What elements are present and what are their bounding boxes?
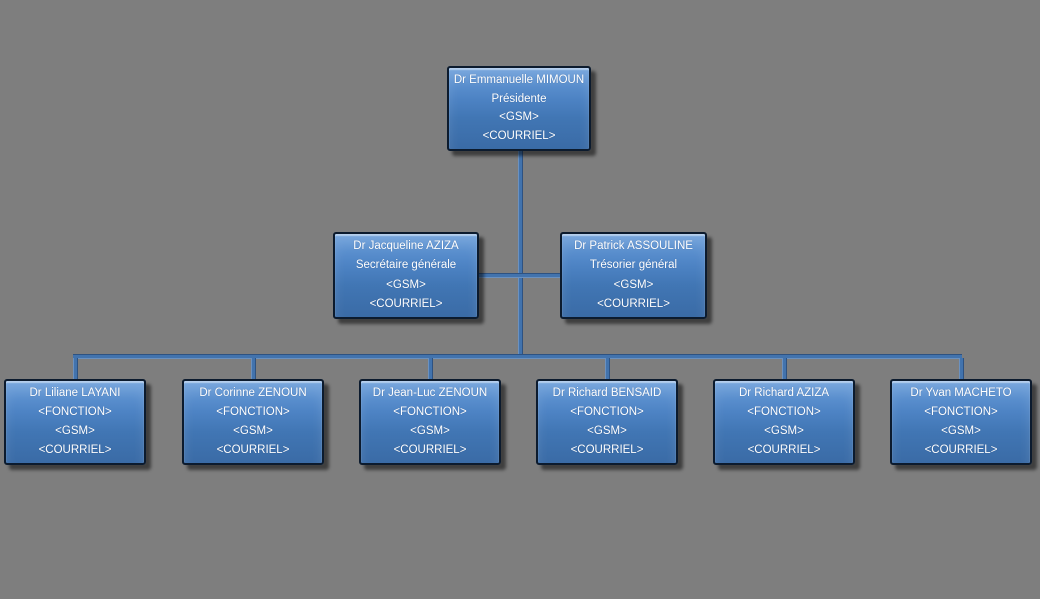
person-courriel: <COURRIEL> xyxy=(38,444,112,456)
person-role: <FONCTION> xyxy=(216,406,290,418)
person-name: Dr Emmanuelle MIMOUN xyxy=(453,73,585,86)
org-node-president[interactable]: Dr Emmanuelle MIMOUN Présidente <GSM> <C… xyxy=(447,66,591,151)
person-name: Dr Jacqueline AZIZA xyxy=(353,240,459,253)
person-role: <FONCTION> xyxy=(38,406,112,418)
person-role: Secrétaire générale xyxy=(355,259,457,272)
person-name: Dr Richard AZIZA xyxy=(738,387,830,399)
person-gsm: <GSM> xyxy=(587,425,627,437)
person-gsm: <GSM> xyxy=(386,278,426,291)
person-name: Dr Liliane LAYANI xyxy=(29,387,121,399)
org-node-liliane-layani[interactable]: Dr Liliane LAYANI <FONCTION> <GSM> <COUR… xyxy=(4,379,146,465)
connector-trunk xyxy=(518,151,523,359)
connector-level2-horizontal xyxy=(477,273,562,278)
org-node-richard-bensaid[interactable]: Dr Richard BENSAID <FONCTION> <GSM> <COU… xyxy=(536,379,678,465)
person-role: <FONCTION> xyxy=(924,406,998,418)
person-courriel: <COURRIEL> xyxy=(369,297,443,310)
person-gsm: <GSM> xyxy=(764,425,804,437)
person-gsm: <GSM> xyxy=(410,425,450,437)
person-role: <FONCTION> xyxy=(747,406,821,418)
person-name: Dr Corinne ZENOUN xyxy=(199,387,307,399)
person-courriel: <COURRIEL> xyxy=(216,444,290,456)
person-gsm: <GSM> xyxy=(613,278,654,291)
person-role: <FONCTION> xyxy=(570,406,644,418)
person-role: <FONCTION> xyxy=(393,406,467,418)
org-node-richard-aziza[interactable]: Dr Richard AZIZA <FONCTION> <GSM> <COURR… xyxy=(713,379,855,465)
person-gsm: <GSM> xyxy=(941,425,981,437)
person-name: Dr Patrick ASSOULINE xyxy=(574,240,693,253)
connector-drop xyxy=(782,358,787,380)
person-courriel: <COURRIEL> xyxy=(597,297,670,310)
person-role: Présidente xyxy=(491,92,547,105)
connector-drop xyxy=(959,358,964,380)
org-node-tresorier-general[interactable]: Dr Patrick ASSOULINE Trésorier général <… xyxy=(560,232,707,319)
org-node-jean-luc-zenoun[interactable]: Dr Jean-Luc ZENOUN <FONCTION> <GSM> <COU… xyxy=(359,379,501,465)
connector-level3-horizontal xyxy=(73,354,962,359)
org-node-corinne-zenoun[interactable]: Dr Corinne ZENOUN <FONCTION> <GSM> <COUR… xyxy=(182,379,324,465)
person-gsm: <GSM> xyxy=(233,425,273,437)
connector-drop xyxy=(73,358,78,380)
org-node-yvan-macheto[interactable]: Dr Yvan MACHETO <FONCTION> <GSM> <COURRI… xyxy=(890,379,1032,465)
person-role: Trésorier général xyxy=(589,259,678,272)
connector-drop xyxy=(428,358,433,380)
connector-drop xyxy=(605,358,610,380)
person-courriel: <COURRIEL> xyxy=(747,444,821,456)
person-name: Dr Richard BENSAID xyxy=(552,387,662,399)
org-node-secretaire-generale[interactable]: Dr Jacqueline AZIZA Secrétaire générale … xyxy=(333,232,479,319)
person-gsm: <GSM> xyxy=(55,425,95,437)
connector-drop xyxy=(251,358,256,380)
person-courriel: <COURRIEL> xyxy=(570,444,644,456)
person-courriel: <COURRIEL> xyxy=(924,444,998,456)
person-courriel: <COURRIEL> xyxy=(482,130,556,143)
person-name: Dr Yvan MACHETO xyxy=(910,387,1012,399)
person-name: Dr Jean-Luc ZENOUN xyxy=(372,387,488,399)
person-courriel: <COURRIEL> xyxy=(393,444,467,456)
person-gsm: <GSM> xyxy=(499,111,539,124)
